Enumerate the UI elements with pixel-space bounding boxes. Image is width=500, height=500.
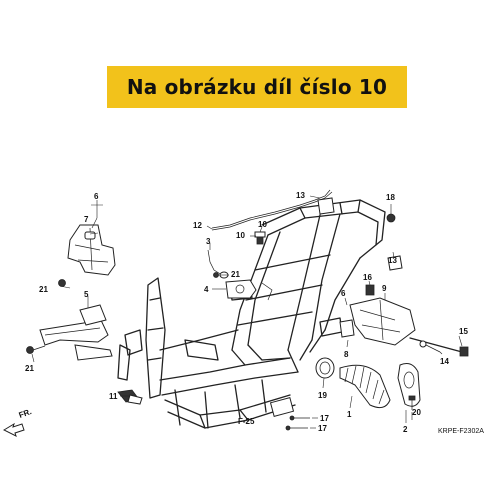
label-21a: 21 bbox=[39, 285, 48, 294]
part-16 bbox=[365, 284, 375, 296]
label-1: 1 bbox=[347, 410, 352, 419]
label-7: 7 bbox=[84, 215, 89, 224]
part-11 bbox=[117, 389, 143, 405]
part-20-bolt bbox=[408, 395, 416, 410]
part-18-nut bbox=[386, 213, 396, 223]
front-direction-arrow: FR. bbox=[2, 407, 33, 437]
part-14 bbox=[419, 340, 441, 353]
label-17b: 17 bbox=[318, 424, 327, 433]
diagram-code: KRPE-F2302A bbox=[438, 428, 484, 435]
part-19-clamp bbox=[315, 357, 335, 379]
label-9: 9 bbox=[382, 284, 387, 293]
label-8: 8 bbox=[344, 350, 349, 359]
label-21c: 21 bbox=[231, 270, 240, 279]
label-10-bolt: 10 bbox=[258, 220, 267, 229]
part-4 bbox=[225, 279, 273, 301]
banner-text: Na obrázku díl číslo 10 bbox=[126, 75, 388, 99]
part-1-intake-boot bbox=[339, 364, 391, 409]
part-12-cable bbox=[211, 189, 333, 231]
part-8 bbox=[339, 319, 355, 338]
label-17a: 17 bbox=[320, 414, 329, 423]
part-6-bracket bbox=[58, 224, 116, 287]
part-17-bolts bbox=[269, 397, 310, 431]
label-3: 3 bbox=[206, 237, 211, 246]
label-12: 12 bbox=[193, 221, 202, 230]
label-13a: 13 bbox=[296, 191, 305, 200]
leader-lines bbox=[31, 195, 463, 429]
label-19: 19 bbox=[318, 391, 327, 400]
label-18: 18 bbox=[386, 193, 395, 202]
part-labels: 6 7 21 5 21 12 3 10 10 21 4 13 18 13 16 … bbox=[25, 191, 484, 435]
part-number-banner: Na obrázku díl číslo 10 bbox=[107, 66, 407, 108]
part-5-stand bbox=[26, 304, 113, 361]
label-10: 10 bbox=[236, 231, 245, 240]
label-15: 15 bbox=[459, 327, 468, 336]
part-13-boots bbox=[317, 197, 403, 271]
part-10-bolt bbox=[254, 231, 266, 245]
part-15-long-bolt bbox=[409, 337, 469, 357]
part-21-screws bbox=[213, 272, 219, 278]
label-21b: 21 bbox=[25, 364, 34, 373]
label-6: 6 bbox=[94, 192, 99, 201]
label-5: 5 bbox=[84, 290, 89, 299]
label-6b: 6 bbox=[341, 289, 346, 298]
part-9 bbox=[349, 297, 416, 346]
label-14: 14 bbox=[440, 357, 449, 366]
label-13b: 13 bbox=[388, 256, 397, 265]
front-label: FR. bbox=[18, 407, 33, 420]
ref-label-f25: F-25 bbox=[238, 417, 255, 426]
scooter-frame bbox=[117, 199, 386, 429]
label-20: 20 bbox=[412, 408, 421, 417]
label-4: 4 bbox=[204, 285, 209, 294]
part-2-duct bbox=[397, 363, 421, 407]
label-16: 16 bbox=[363, 273, 372, 282]
label-2: 2 bbox=[403, 425, 408, 434]
label-11: 11 bbox=[109, 392, 118, 401]
